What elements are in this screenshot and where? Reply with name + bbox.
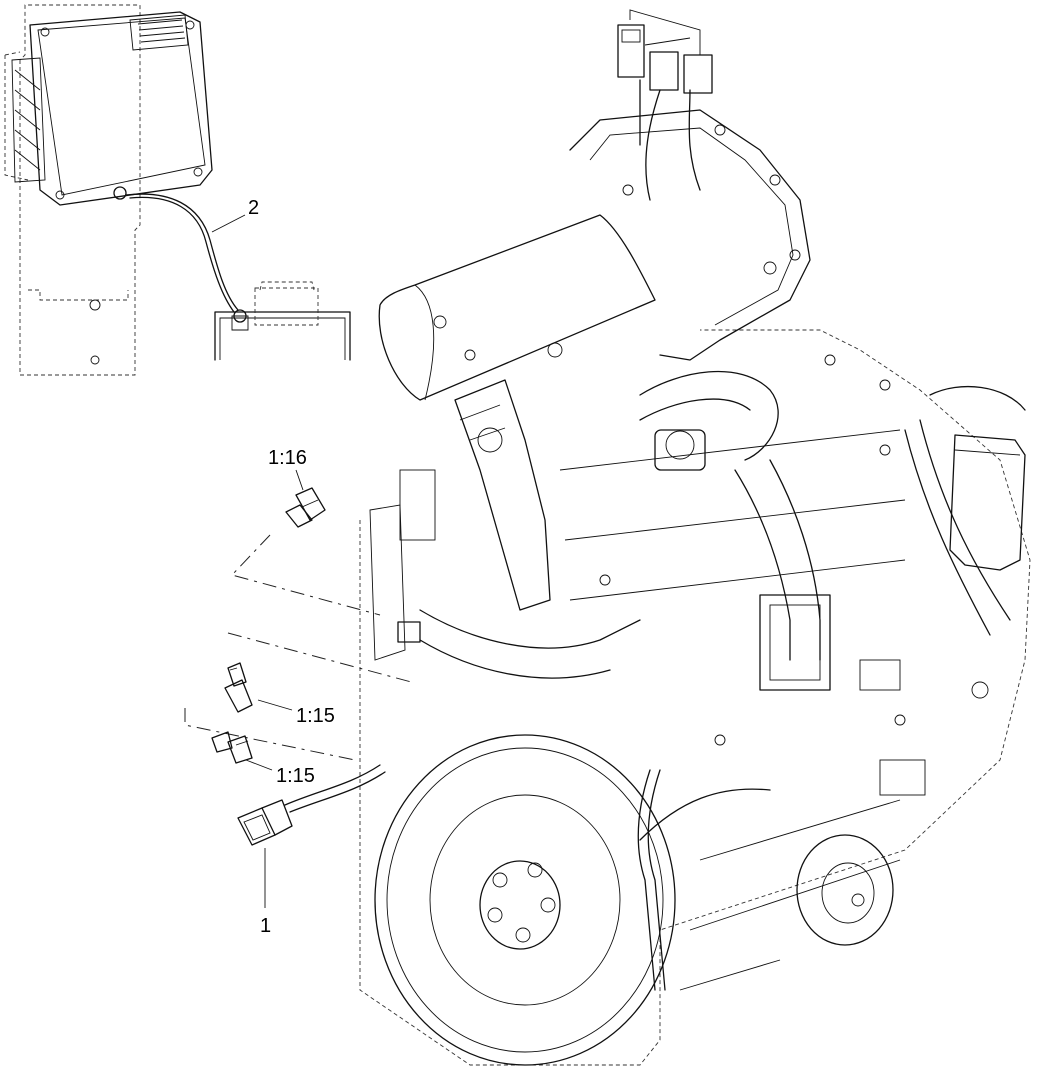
harness-connector-1 [237, 764, 386, 846]
connector-1-15-upper [224, 662, 253, 713]
callout-item-2: 2 [248, 197, 259, 219]
engine-assembly [359, 9, 1031, 1066]
callout-ref-1-15-lower: 1:15 [276, 765, 315, 787]
connector-1-15-lower [211, 731, 253, 764]
callout-ref-1-15-upper: 1:15 [296, 705, 335, 727]
callout-item-1: 1 [260, 915, 271, 937]
callout-leaders [211, 214, 304, 908]
ground-bracket [214, 281, 351, 361]
callout-ref-1-16: 1:16 [268, 447, 307, 469]
ground-strap [125, 193, 249, 331]
controller-module [4, 4, 213, 376]
explode-leader-lines [184, 534, 416, 761]
connector-1-16 [285, 487, 326, 528]
